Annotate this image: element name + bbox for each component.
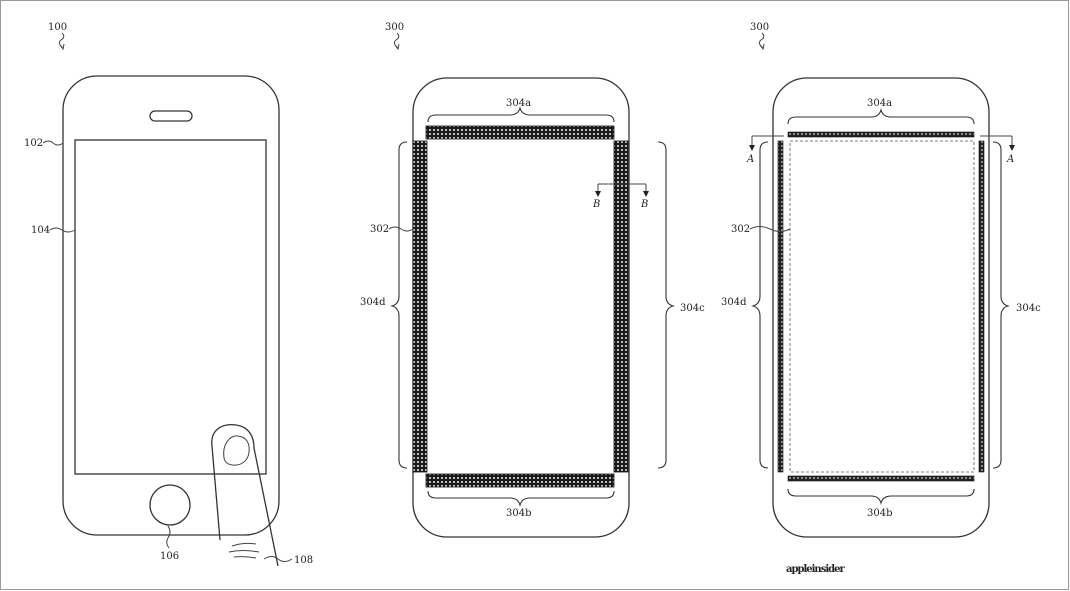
label-102: 102 bbox=[24, 138, 43, 149]
electrode-304d bbox=[412, 140, 428, 473]
device-100: 100 102 104 106 108 bbox=[24, 22, 313, 567]
electrode-304d-thin bbox=[777, 140, 784, 473]
label-304d-mid: 304d bbox=[360, 297, 386, 308]
leader-108 bbox=[263, 556, 293, 562]
leader-106 bbox=[166, 525, 171, 549]
label-106: 106 bbox=[160, 551, 179, 562]
leader-302-right bbox=[749, 226, 791, 232]
brace-304c bbox=[657, 141, 675, 469]
brace-304b-right bbox=[787, 488, 975, 505]
label-100: 100 bbox=[48, 22, 67, 33]
label-300-mid: 300 bbox=[385, 22, 404, 33]
label-108: 108 bbox=[294, 555, 313, 566]
brace-304d-right bbox=[751, 141, 769, 469]
label-304d-right: 304d bbox=[721, 297, 747, 308]
brace-304a-right bbox=[787, 108, 975, 125]
label-300-right: 300 bbox=[750, 22, 769, 33]
appleinsider-watermark: appleinsider bbox=[786, 564, 845, 575]
device-300-mid-housing bbox=[412, 77, 630, 538]
electrode-304c-thin bbox=[978, 140, 985, 473]
brace-304a bbox=[427, 106, 615, 123]
display-302-outline bbox=[789, 140, 975, 473]
section-a-right: A bbox=[1006, 154, 1014, 165]
label-302-right: 302 bbox=[731, 224, 750, 235]
finger-icon bbox=[211, 424, 279, 567]
label-304b-mid: 304b bbox=[506, 508, 532, 519]
leader-302-mid bbox=[388, 226, 414, 232]
electrode-304b bbox=[425, 473, 615, 488]
brace-304c-right bbox=[992, 141, 1010, 469]
label-302-mid: 302 bbox=[370, 224, 389, 235]
electrode-304a-thin bbox=[787, 131, 975, 138]
device-100-housing bbox=[62, 75, 280, 536]
leader-102 bbox=[42, 140, 64, 146]
leader-104 bbox=[49, 227, 76, 233]
brace-304b bbox=[427, 490, 615, 507]
device-300-right-housing bbox=[772, 77, 990, 538]
label-304a-mid: 304a bbox=[506, 98, 531, 109]
device-100-speaker bbox=[149, 110, 193, 122]
label-304a-right: 304a bbox=[867, 98, 892, 109]
device-300-middle: 300 304a 304b 304d 304c 302 B B bbox=[360, 22, 705, 538]
brace-304d bbox=[390, 141, 408, 469]
label-104: 104 bbox=[31, 225, 50, 236]
electrode-304b-thin bbox=[787, 475, 975, 482]
electrode-304c bbox=[613, 140, 629, 473]
section-b-left: B bbox=[592, 199, 600, 210]
section-a-left: A bbox=[746, 154, 754, 165]
device-300-right: 300 304a 304b 304d 304c 302 A A bbox=[721, 22, 1041, 538]
label-304c-mid: 304c bbox=[680, 303, 705, 314]
device-100-display bbox=[74, 139, 267, 475]
label-304c-right: 304c bbox=[1016, 303, 1041, 314]
section-b-right: B bbox=[640, 199, 648, 210]
electrode-304a bbox=[425, 125, 615, 140]
device-100-home-button bbox=[149, 484, 191, 526]
label-304b-right: 304b bbox=[867, 508, 893, 519]
